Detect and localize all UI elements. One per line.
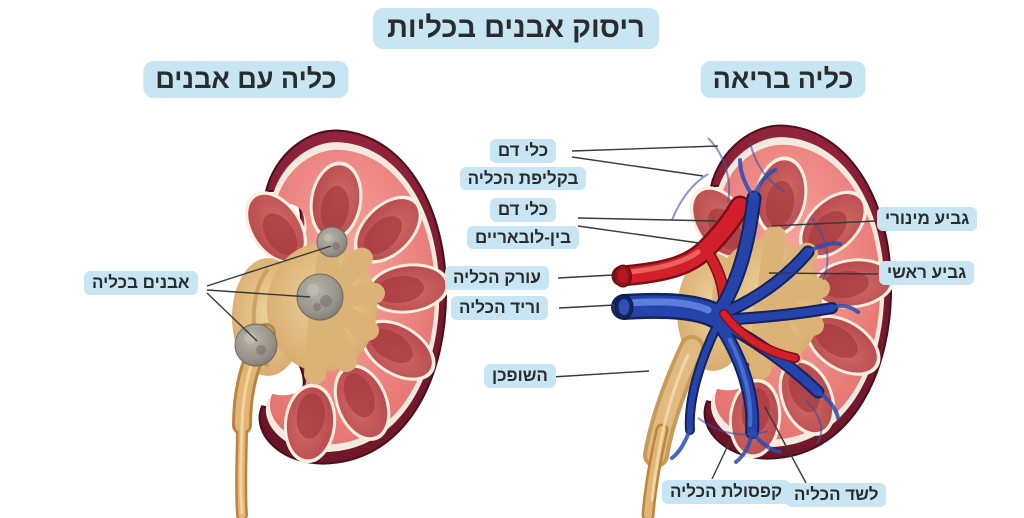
label-kidney-stones: אבנים בכליה [84,271,198,295]
label-blood-vessels-cortex-line2: בקליפת הכליה [459,166,587,191]
label-blood-vessels-interlobar: כלי דם בין-לובאריים [443,198,603,250]
label-blood-vessels-cortex: כלי דם בקליפת הכליה [443,139,603,191]
right-kidney-subtitle: כליה בריאה [700,61,866,99]
label-ureter: השופכן [484,364,556,388]
left-kidney-subtitle: כליה עם אבנים [143,61,349,99]
right-kidney-illustration [611,124,895,518]
label-renal-artery: עורק הכליה [445,266,549,290]
page-title: ריסוק אבנים בכליות [373,8,659,50]
label-blood-vessels-interlobar-line2: בין-לובאריים [466,225,580,250]
label-blood-vessels-interlobar-line1: כלי דם [489,198,557,222]
label-renal-vein: וריד הכליה [451,296,549,320]
label-minor-calyx: גביע מינורי [877,207,978,231]
left-kidney-illustration [232,129,450,518]
renal-vein-vessel [611,158,860,464]
label-blood-vessels-cortex-line1: כלי דם [489,139,557,163]
label-renal-capsule: קפסולת הכליה [662,480,791,504]
label-renal-medulla: לשד הכליה [786,483,887,507]
label-major-calyx: גביע ראשי [879,261,975,285]
